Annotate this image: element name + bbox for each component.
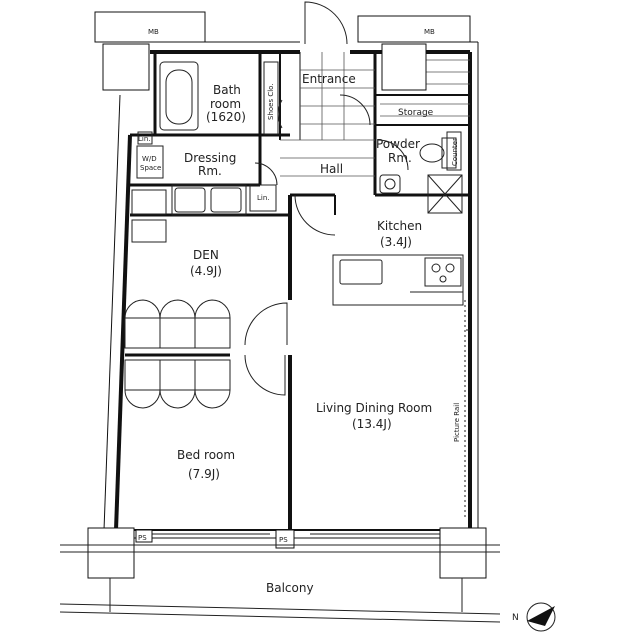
label-wd-space-2: Space — [140, 164, 161, 172]
label-mb-left: MB — [148, 28, 159, 36]
label-bath-room: Bath — [213, 83, 241, 97]
label-mb-right: MB — [424, 28, 435, 36]
shoes-closet — [263, 61, 279, 135]
label-bath-size: (1620) — [206, 110, 246, 124]
label-wd-space: W/D — [142, 155, 157, 163]
den-closets — [124, 219, 231, 409]
label-entrance: Entrance — [302, 72, 356, 86]
label-den: DEN — [193, 248, 219, 262]
label-dressing-rm: Dressing — [184, 151, 236, 165]
toilet-icon — [419, 137, 457, 169]
label-bedroom-size: (7.9J) — [188, 467, 220, 481]
label-bedroom: Bed room — [177, 448, 235, 462]
label-dressing-rm-2: Rm. — [198, 164, 222, 178]
label-north: N — [512, 613, 519, 623]
north-arrow-icon — [526, 602, 556, 632]
label-ldr-size: (13.4J) — [352, 417, 392, 431]
interior-doors — [244, 94, 409, 396]
kitchen-counter — [332, 254, 464, 306]
label-lin-top: Lin. — [138, 135, 151, 143]
entrance-door — [304, 1, 348, 45]
label-den-size: (4.9J) — [190, 264, 222, 278]
label-ps-mid: PS — [279, 536, 288, 544]
label-powder-rm-2: Rm. — [388, 151, 412, 165]
duct-box — [427, 174, 463, 214]
stove-icon — [424, 257, 462, 287]
counter-box — [446, 131, 462, 171]
bathtub-icon — [159, 61, 199, 131]
label-kitchen: Kitchen — [377, 219, 422, 233]
label-balcony: Balcony — [266, 581, 314, 595]
label-bath-room-2: room — [210, 97, 241, 111]
label-storage: Storage — [398, 108, 434, 118]
label-ps-left: PS — [138, 534, 147, 542]
label-ldr: Living Dining Room — [316, 401, 432, 415]
mb-squares — [102, 43, 427, 91]
label-powder-rm: Powder — [376, 137, 420, 151]
label-shoes-closet: Shoes Clo. — [267, 83, 275, 120]
balcony — [59, 544, 501, 623]
label-lin-mid: Lin. — [257, 194, 270, 202]
label-hall: Hall — [320, 162, 343, 176]
sink-icon — [339, 259, 383, 285]
windows — [150, 329, 470, 535]
label-counter: Counter — [451, 138, 459, 166]
label-kitchen-size: (3.4J) — [380, 235, 412, 249]
ps-boxes — [87, 527, 487, 579]
washbasin-icon — [379, 174, 401, 194]
walls — [94, 11, 479, 539]
dressing-fixtures — [131, 131, 277, 216]
entrance-floor-lines — [280, 52, 470, 177]
label-picture-rail: Picture Rail — [453, 403, 461, 442]
